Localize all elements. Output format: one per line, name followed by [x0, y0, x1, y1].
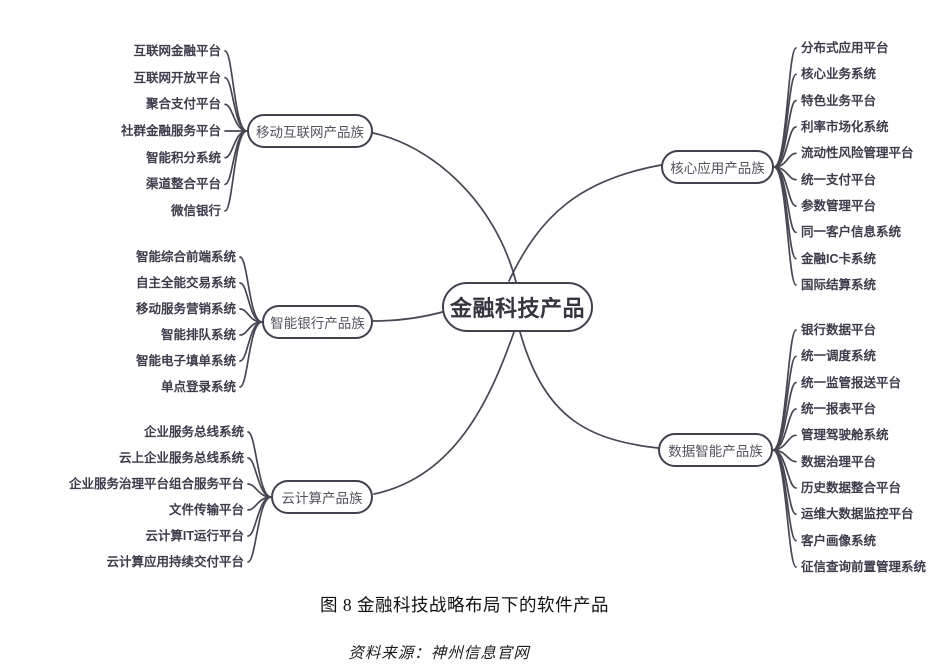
- connector-line: [239, 282, 263, 323]
- connector-line: [772, 408, 797, 451]
- leaf-item: 利率市场化系统: [801, 119, 889, 134]
- connector-line: [372, 310, 447, 322]
- leaf-item: 云上企业服务总线系统: [118, 451, 244, 465]
- leaf-item: 企业服务治理平台组合服务平台: [68, 477, 244, 491]
- branch-cloud-computing: 云计算产品族: [271, 480, 373, 514]
- leaf-item: 历史数据整合平台: [801, 480, 902, 495]
- leaf-item: 单点登录系统: [160, 380, 236, 394]
- leaf-item: 云计算应用持续交付平台: [106, 555, 244, 569]
- leaf-item: 微信银行: [170, 204, 221, 219]
- leaf-item: 核心业务系统: [801, 67, 877, 82]
- connector-line: [773, 126, 797, 168]
- connector-line: [372, 132, 517, 283]
- leaf-item: 自主全能交易系统: [135, 276, 236, 290]
- connector-line: [224, 130, 248, 212]
- leaf-item: 运维大数据监控平台: [801, 507, 914, 522]
- leaf-item: 国际结算系统: [801, 277, 877, 292]
- leaf-item: 客户画像系统: [801, 533, 877, 548]
- branch-smart-banking: 智能银行产品族: [262, 305, 373, 339]
- leaf-item: 银行数据平台: [801, 323, 877, 337]
- connector-line: [239, 256, 263, 323]
- leaf-item: 同一客户信息系统: [801, 225, 902, 240]
- leaf-item: 互联网开放平台: [133, 70, 221, 85]
- leaf-item: 特色业务平台: [801, 93, 877, 108]
- connector-line: [224, 130, 248, 159]
- leaf-item: 流动性风险管理平台: [801, 146, 914, 161]
- leaf-item: 智能积分系统: [145, 150, 221, 165]
- figure-caption: 图 8 金融科技战略布局下的软件产品: [320, 595, 609, 615]
- leaf-item: 互联网金融平台: [133, 44, 221, 58]
- leaf-item: 统一监管报送平台: [801, 375, 902, 390]
- connector-line: [519, 331, 659, 449]
- figure-source: 资料来源：神州信息官网: [348, 645, 530, 662]
- branch-core-application: 核心应用产品族: [661, 150, 774, 184]
- leaf-item: 渠道整合平台: [145, 177, 221, 192]
- leaf-item: 征信查询前置管理系统: [801, 559, 927, 574]
- leaf-item: 企业服务总线系统: [143, 425, 244, 439]
- leaf-item: 统一报表平台: [801, 401, 877, 416]
- leaf-item: 金融IC卡系统: [801, 251, 877, 266]
- leaf-item: 聚合支付平台: [145, 97, 221, 112]
- connector-line: [224, 50, 248, 132]
- connector-line: [373, 331, 515, 495]
- leaf-item: 智能综合前端系统: [135, 250, 236, 264]
- center-topic: 金融科技产品: [442, 282, 593, 332]
- connector-line: [247, 431, 272, 498]
- connector-line: [508, 164, 662, 282]
- leaf-item: 移动服务营销系统: [135, 302, 236, 316]
- connector-line: [247, 496, 272, 563]
- branch-data-intelligence: 数据智能产品族: [658, 433, 773, 467]
- leaf-item: 分布式应用平台: [801, 41, 889, 55]
- connector-line: [773, 166, 797, 286]
- leaf-item: 参数管理平台: [801, 198, 877, 213]
- leaf-item: 统一支付平台: [801, 172, 877, 187]
- leaf-item: 社群金融服务平台: [120, 124, 221, 138]
- connector-line: [239, 321, 263, 388]
- leaf-item: 云计算IT运行平台: [145, 529, 244, 543]
- leaf-item: 文件传输平台: [168, 503, 244, 517]
- leaf-item: 统一调度系统: [801, 349, 877, 364]
- leaf-item: 智能电子填单系统: [135, 354, 236, 368]
- leaf-item: 数据治理平台: [801, 454, 877, 469]
- leaf-item: 智能排队系统: [160, 328, 236, 342]
- leaf-item: 管理驾驶舱系统: [801, 428, 889, 443]
- branch-mobile-internet: 移动互联网产品族: [247, 114, 373, 148]
- connector-line: [247, 457, 272, 498]
- connector-line: [224, 103, 248, 132]
- connector-line: [772, 449, 797, 568]
